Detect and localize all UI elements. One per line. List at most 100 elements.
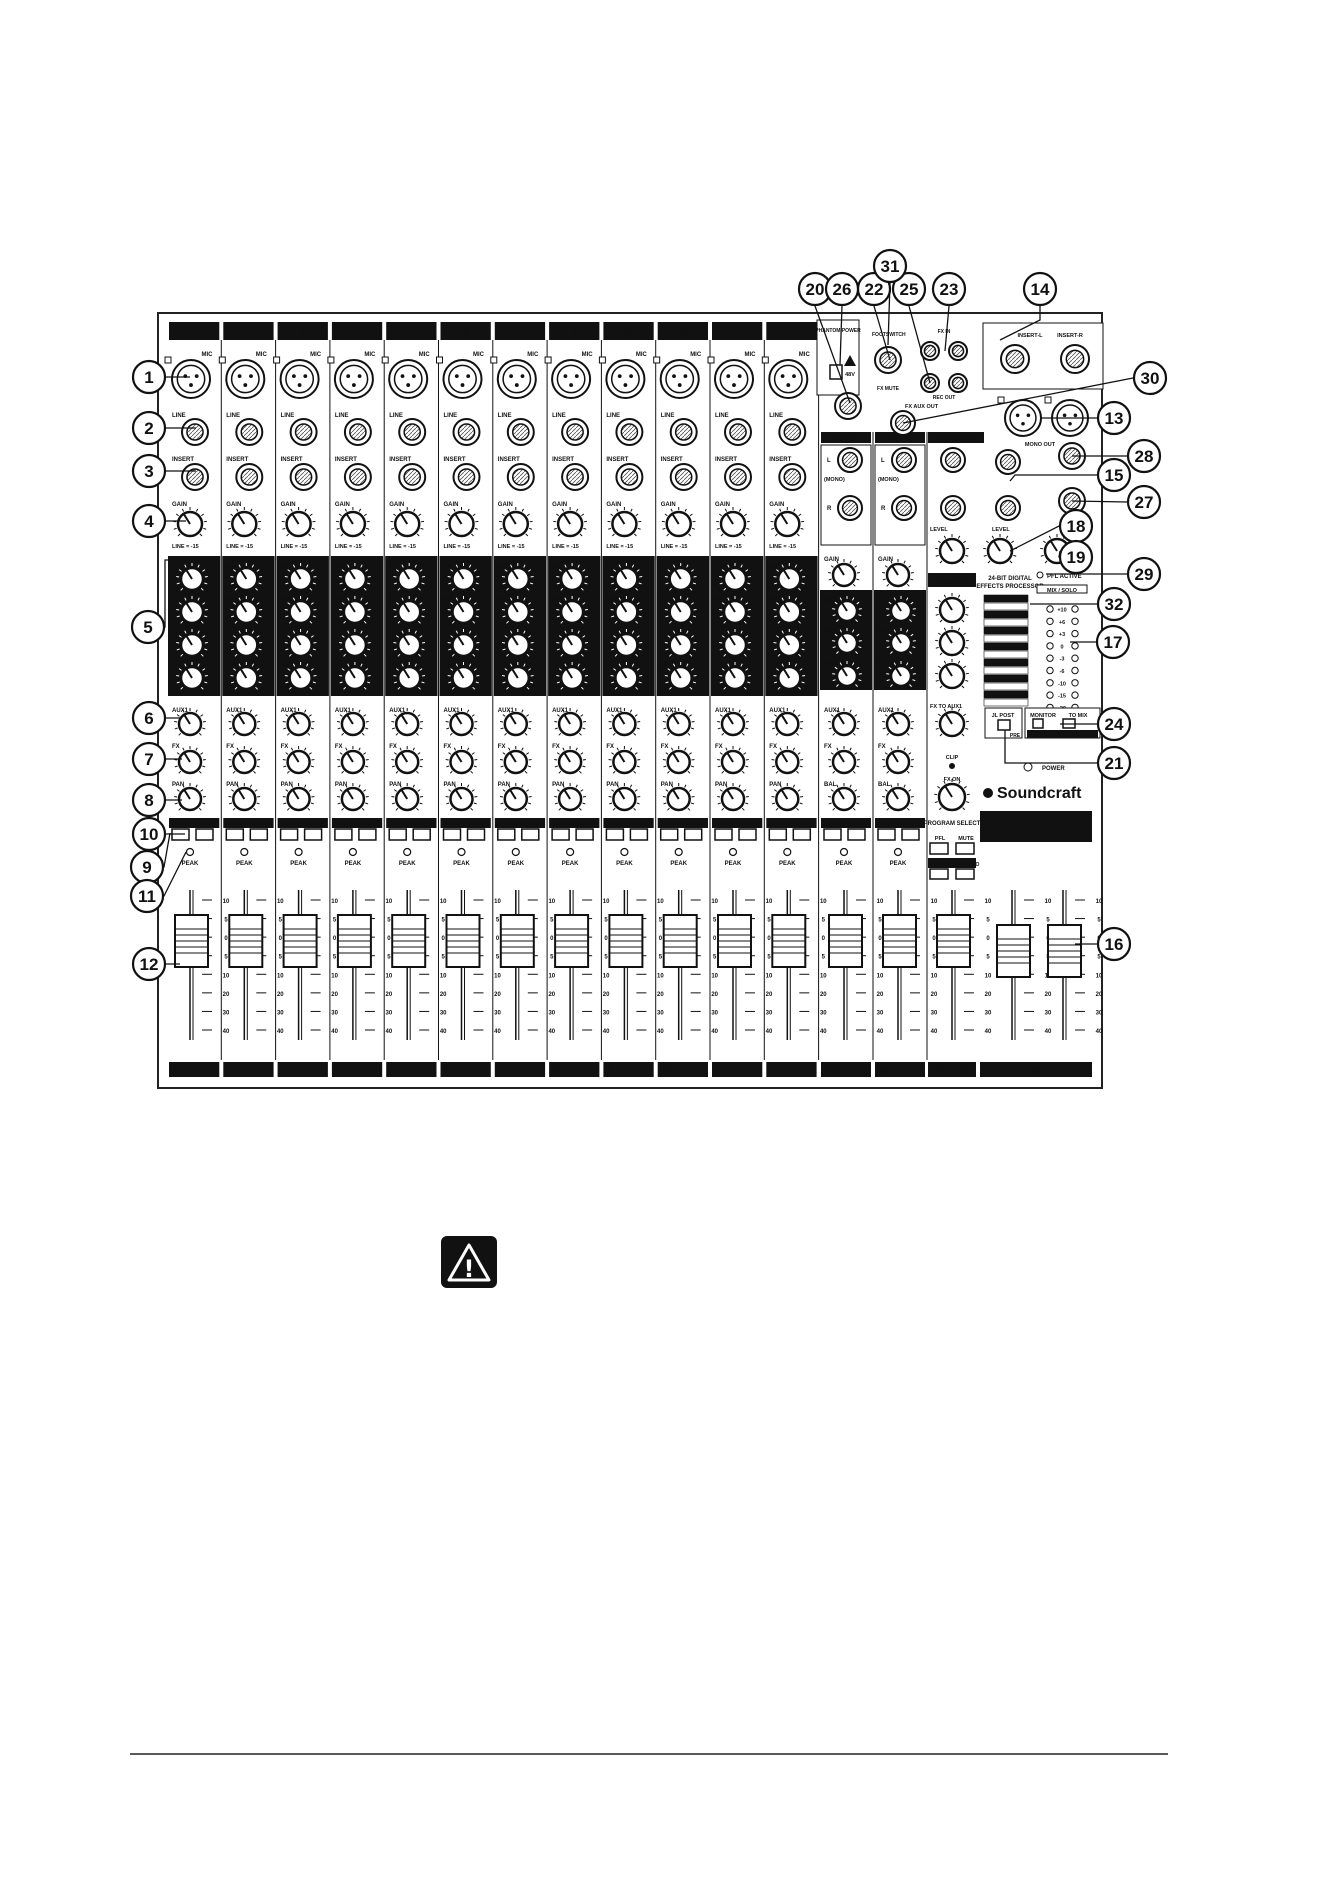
callout-number: 15 — [1105, 466, 1124, 485]
knob-tick — [504, 807, 507, 811]
knob-tick — [611, 789, 615, 792]
fader-scale-label: 10 — [931, 899, 938, 905]
knob-tick — [663, 802, 667, 805]
knob-tick — [667, 569, 671, 572]
stereo-header — [875, 432, 925, 443]
stereo-pfl-label: PFL — [880, 822, 891, 828]
fader-scale-label: 5 — [387, 918, 391, 924]
fader-scale-label: 5 — [550, 955, 554, 961]
knob-tick — [580, 752, 584, 755]
knob-tick — [233, 602, 237, 605]
knob-tick — [230, 648, 235, 651]
knob-tick — [724, 508, 728, 512]
peak-label: PEAK — [616, 861, 633, 867]
knob-tick — [468, 630, 472, 634]
knob-tick — [792, 747, 796, 751]
knob-pointer — [841, 634, 848, 644]
knob-tick — [828, 765, 832, 768]
knob-tick — [197, 663, 200, 667]
knob-tick — [903, 747, 906, 751]
knob-tick — [794, 564, 798, 568]
knob-tick — [530, 648, 534, 651]
knob-tick — [858, 614, 862, 617]
program-row — [983, 666, 1029, 675]
knob-tick — [839, 629, 842, 633]
knob-tick — [521, 747, 524, 751]
knob-tick — [251, 630, 255, 634]
knob-tick — [401, 630, 404, 634]
knob-tick — [562, 709, 565, 713]
knob-tick — [608, 527, 612, 530]
knob-tick — [526, 714, 530, 717]
knob-tick — [684, 747, 687, 751]
knob-tick — [290, 709, 294, 713]
pfl-button — [551, 828, 570, 841]
knob-tick — [577, 663, 580, 667]
jack-inner — [1005, 349, 1025, 369]
knob-tick — [530, 582, 534, 585]
knob-tick — [473, 635, 477, 638]
knob-pointer — [511, 635, 519, 646]
knob-tick — [446, 765, 450, 768]
knob-pointer — [780, 513, 789, 525]
lf-knob — [447, 662, 480, 691]
fader-scale-label: 40 — [603, 1029, 610, 1035]
knob-tick — [965, 679, 969, 682]
knob-tick — [526, 513, 530, 517]
knob-tick — [798, 620, 801, 624]
program-row — [983, 698, 1029, 707]
knob-tick — [856, 633, 860, 637]
knob-tick — [832, 583, 836, 587]
fader-scale-label: 10 — [1045, 899, 1052, 905]
knob-tick — [672, 597, 676, 601]
insert-r-jack — [1060, 344, 1090, 374]
fader-cap — [717, 914, 752, 968]
knob-pointer — [348, 602, 356, 613]
insert-label: INSERT — [226, 457, 248, 463]
knob-pointer — [291, 513, 300, 525]
mic-label: MIC — [582, 352, 594, 358]
fader-scale-label: 5 — [659, 955, 663, 961]
knob-tick — [526, 653, 530, 657]
bottom-channel-label: 3 — [282, 1066, 287, 1075]
mf-gain-knob — [339, 629, 371, 658]
knob-tick — [856, 802, 860, 805]
hf-label: HF — [606, 564, 614, 570]
knob-tick — [341, 807, 345, 811]
knob-tick — [580, 714, 584, 717]
fx-label: FX — [715, 744, 723, 750]
knob-tick — [554, 765, 558, 768]
knob-tick — [687, 807, 691, 811]
knob-tick — [255, 653, 258, 657]
callout-circle — [1096, 586, 1132, 622]
meter-scale-label: -10 — [1058, 681, 1066, 687]
knob-tick — [719, 752, 723, 755]
fader-scale-label: 10 — [877, 973, 884, 979]
callout-29: 29 — [1046, 556, 1162, 592]
peak-led — [348, 847, 357, 857]
knob-tick — [855, 651, 858, 654]
knob-tick — [577, 564, 580, 568]
knob-tick — [961, 685, 965, 689]
knob-tick — [580, 686, 584, 690]
knob-tick — [776, 602, 780, 605]
insert-jack — [778, 463, 807, 491]
knob-tick — [310, 668, 314, 671]
fader-scale-label: 10 — [766, 973, 773, 979]
gain-label: GAIN — [335, 502, 350, 508]
knob-tick — [471, 714, 475, 717]
xlr-inner — [285, 364, 315, 394]
knob-tick — [935, 727, 939, 730]
knob-tick — [176, 615, 180, 618]
knob-tick — [633, 770, 637, 774]
aux1-knob — [391, 708, 424, 737]
callout-number: 17 — [1104, 633, 1123, 652]
knob-pointer — [891, 789, 899, 800]
knob-tick — [446, 802, 450, 805]
knob-tick — [558, 569, 562, 572]
knob-pointer — [457, 635, 465, 646]
knob-tick — [420, 527, 424, 530]
xlr-pin — [400, 374, 405, 379]
mf-gain-knob — [284, 629, 317, 658]
